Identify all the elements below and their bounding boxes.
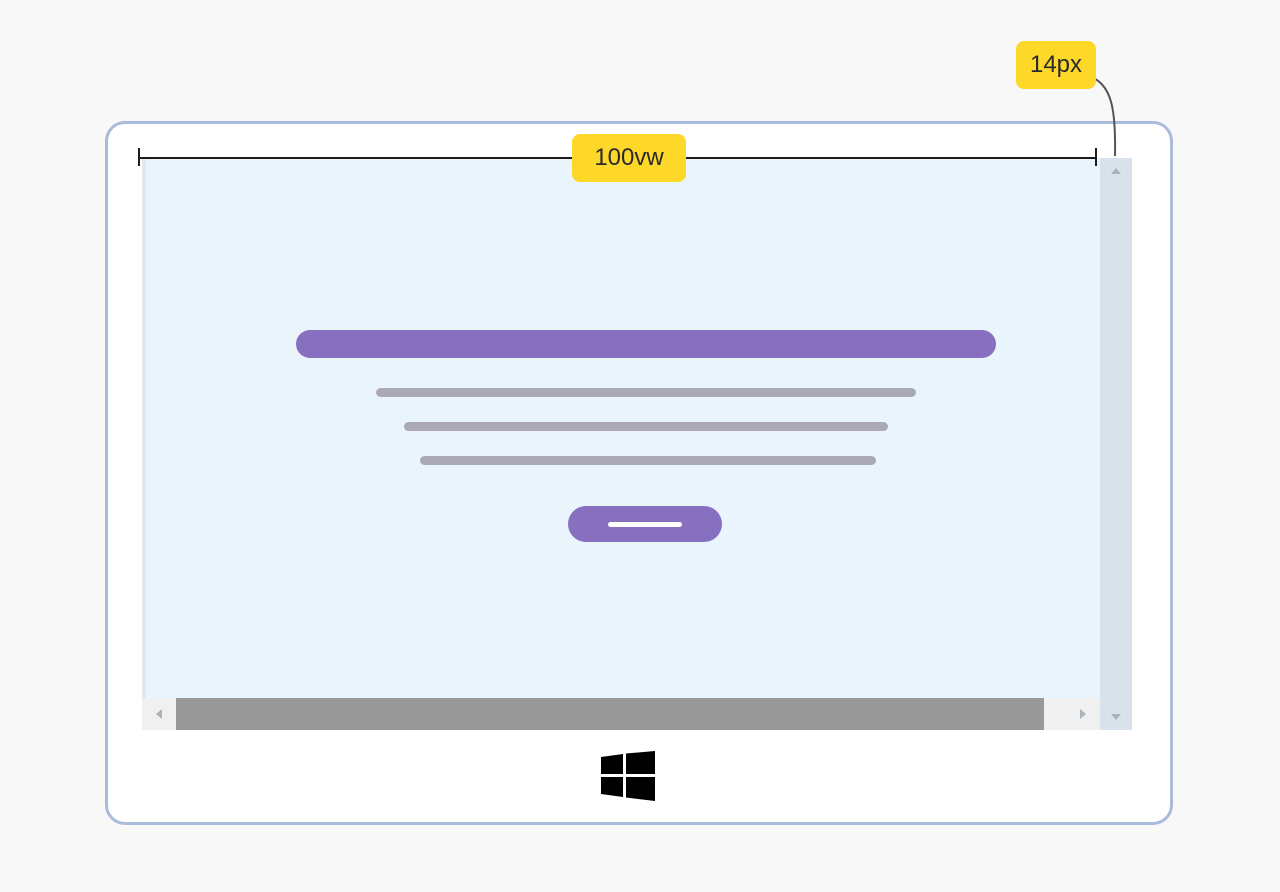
- page-viewport: [142, 158, 1100, 698]
- chevron-down-icon[interactable]: [1111, 714, 1121, 720]
- chevron-up-icon[interactable]: [1111, 168, 1121, 174]
- scrollbar-width-label: 14px: [1016, 41, 1096, 89]
- vertical-scrollbar[interactable]: [1100, 158, 1132, 730]
- text-placeholder-line: [376, 388, 916, 397]
- horizontal-scrollbar-thumb[interactable]: [176, 698, 1044, 730]
- measurement-tick-right: [1095, 148, 1097, 166]
- viewport-width-label: 100vw: [572, 134, 686, 182]
- button-label-placeholder: [608, 522, 682, 527]
- measurement-tick-left: [138, 148, 140, 166]
- chevron-left-icon[interactable]: [156, 709, 162, 719]
- windows-logo-icon: [601, 751, 655, 801]
- text-placeholder-line: [420, 456, 876, 465]
- call-to-action-button[interactable]: [568, 506, 722, 542]
- text-placeholder-line: [404, 422, 888, 431]
- heading-placeholder: [296, 330, 996, 358]
- browser-screen: [142, 158, 1132, 730]
- chevron-right-icon[interactable]: [1080, 709, 1086, 719]
- horizontal-scrollbar[interactable]: [142, 698, 1100, 730]
